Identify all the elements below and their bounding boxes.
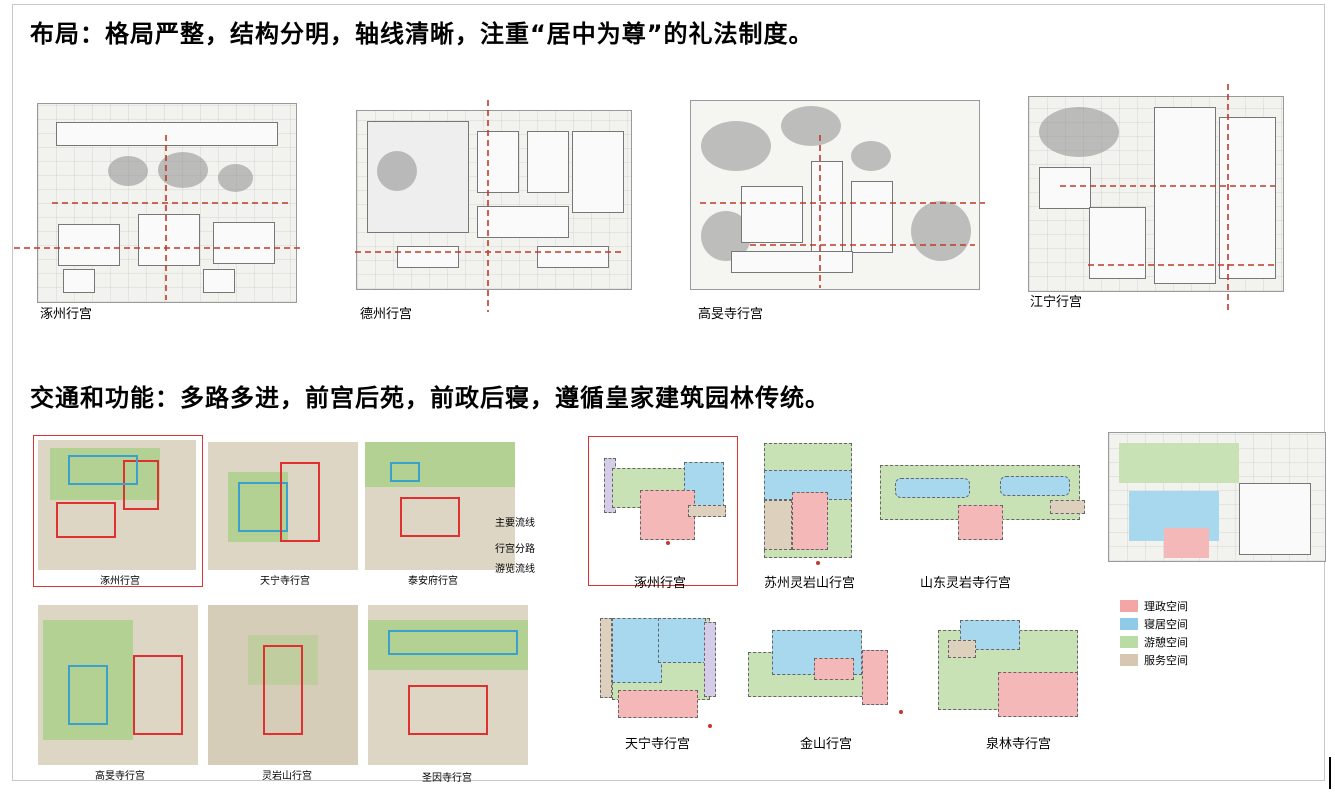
- plan-gaomin-label: 高旻寺行宫: [698, 307, 764, 322]
- flow-thumb-zhuozhou: [38, 440, 196, 570]
- flow-thumb-shengyin-label: 圣因寺行宫: [422, 773, 472, 784]
- layout-heading: 布局：格局严整，结构分明，轴线清晰，注重“居中为尊”的礼法制度。: [30, 20, 814, 48]
- plan-dezhou-label: 德州行宫: [360, 307, 413, 322]
- plan-zhuozhou: [37, 103, 297, 303]
- flow-legend-tour: 游览流线: [495, 564, 535, 575]
- entry-arrow: [666, 541, 670, 545]
- flow-thumb-lingyan: [208, 605, 358, 765]
- zone-shandong-label: 山东灵岩寺行宫: [920, 576, 1012, 591]
- flow-thumb-gaomin-label: 高旻寺行宫: [95, 771, 145, 782]
- flow-thumb-taian-label: 泰安府行宫: [408, 576, 458, 587]
- zone-tianning-label: 天宁寺行宫: [625, 737, 691, 752]
- entry-arrow: [816, 561, 820, 565]
- plan-jiangning: [1028, 96, 1284, 292]
- zone-suzhou-label: 苏州灵岩山行宫: [764, 576, 856, 591]
- legend-leisure: 游憩空间: [1120, 634, 1188, 650]
- legend-living: 寝居空间: [1120, 616, 1188, 632]
- traffic-heading: 交通和功能：多路多进，前宫后苑，前政后寝，遵循皇家建筑园林传统。: [30, 384, 830, 412]
- flow-thumb-zhuozhou-label: 涿州行宫: [100, 576, 140, 587]
- plan-jiangning-label: 江宁行宫: [1030, 295, 1083, 310]
- legend-service: 服务空间: [1120, 652, 1188, 668]
- flow-thumb-tianning-label: 天宁寺行宫: [260, 576, 310, 587]
- entry-arrow: [899, 710, 903, 714]
- zone-zhuozhou-label: 涿州行宫: [634, 576, 687, 591]
- plan-zhuozhou-label: 涿州行宫: [40, 307, 93, 322]
- plan-gaomin: [690, 100, 980, 290]
- flow-thumb-shengyin: [368, 605, 528, 765]
- slide-frame: [12, 4, 1325, 781]
- flow-thumb-highlight: [33, 435, 203, 587]
- zone-jinshan-label: 金山行宫: [800, 737, 853, 752]
- flow-thumb-gaomin: [38, 605, 198, 765]
- edge-bar: [1329, 757, 1331, 789]
- entry-arrow: [708, 724, 712, 728]
- flow-thumb-tianning: [208, 442, 358, 570]
- legend-governance: 理政空间: [1120, 598, 1188, 614]
- zone-highlight: [588, 436, 738, 586]
- flow-legend-main: 主要流线: [495, 518, 535, 529]
- flow-legend-route: 行宫分路: [495, 544, 535, 555]
- zone-quanlin-label: 泉林寺行宫: [986, 737, 1052, 752]
- zone-plan-gaomin: [1108, 432, 1326, 562]
- flow-thumb-lingyan-label: 灵岩山行宫: [262, 771, 312, 782]
- flow-thumb-taian: [365, 442, 515, 570]
- plan-dezhou: [356, 110, 632, 290]
